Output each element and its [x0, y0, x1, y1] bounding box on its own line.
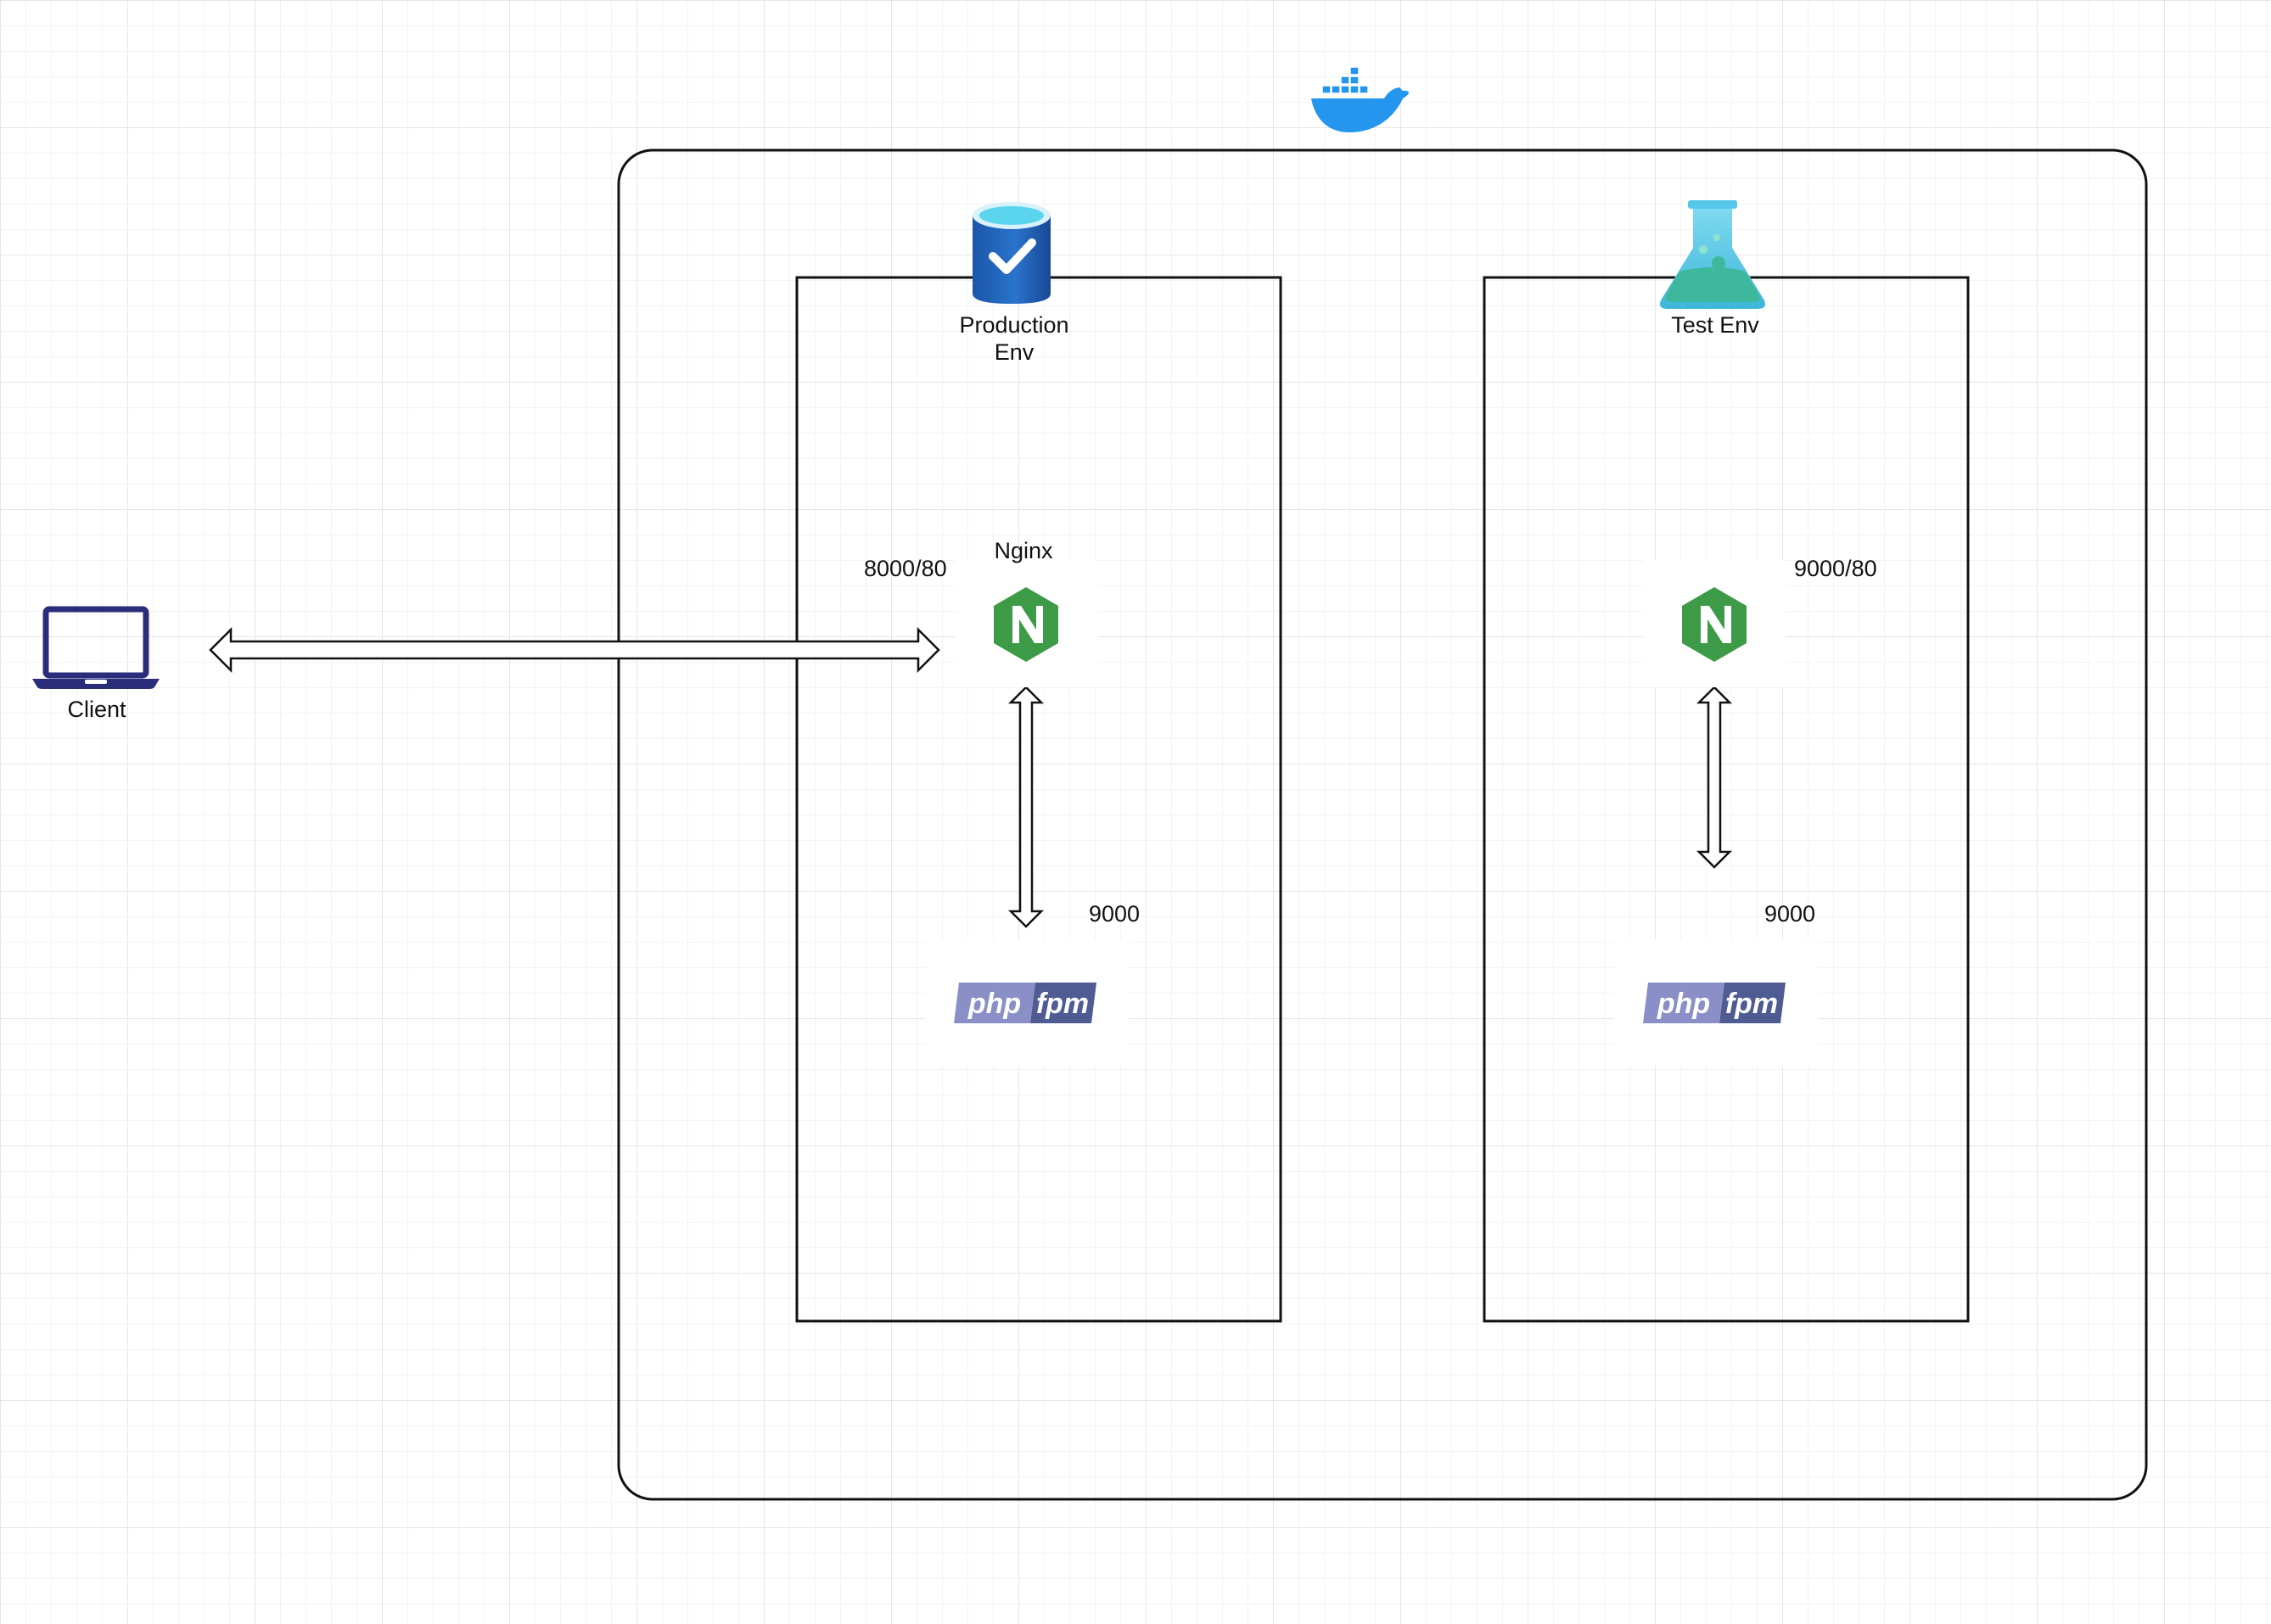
php-logo-text: php: [967, 988, 1021, 1020]
fpm-logo-text: fpm: [1036, 988, 1089, 1020]
test-nginx-port-label: 9000/80: [1794, 556, 1877, 581]
client-nginx-arrow[interactable]: [209, 626, 940, 674]
php-logo-text: php: [1657, 988, 1710, 1020]
production-fpm-port-label: 9000: [1089, 901, 1141, 927]
fpm-logo-text: fpm: [1725, 988, 1778, 1020]
docker-host-container[interactable]: [617, 148, 2148, 1501]
client-label: Client: [67, 697, 126, 722]
production-nginx-port-label: 8000/80: [864, 556, 947, 581]
test-env-label: Test Env: [1671, 312, 1759, 338]
production-env-label-line1: Production: [959, 312, 1069, 338]
production-env-label-line2: Env: [994, 339, 1035, 365]
test-fpm-port-label: 9000: [1764, 901, 1816, 927]
nginx-label: Nginx: [994, 538, 1053, 563]
production-nginx-fpm-arrow[interactable]: [1007, 686, 1045, 928]
test-nginx-fpm-arrow[interactable]: [1696, 686, 1733, 869]
